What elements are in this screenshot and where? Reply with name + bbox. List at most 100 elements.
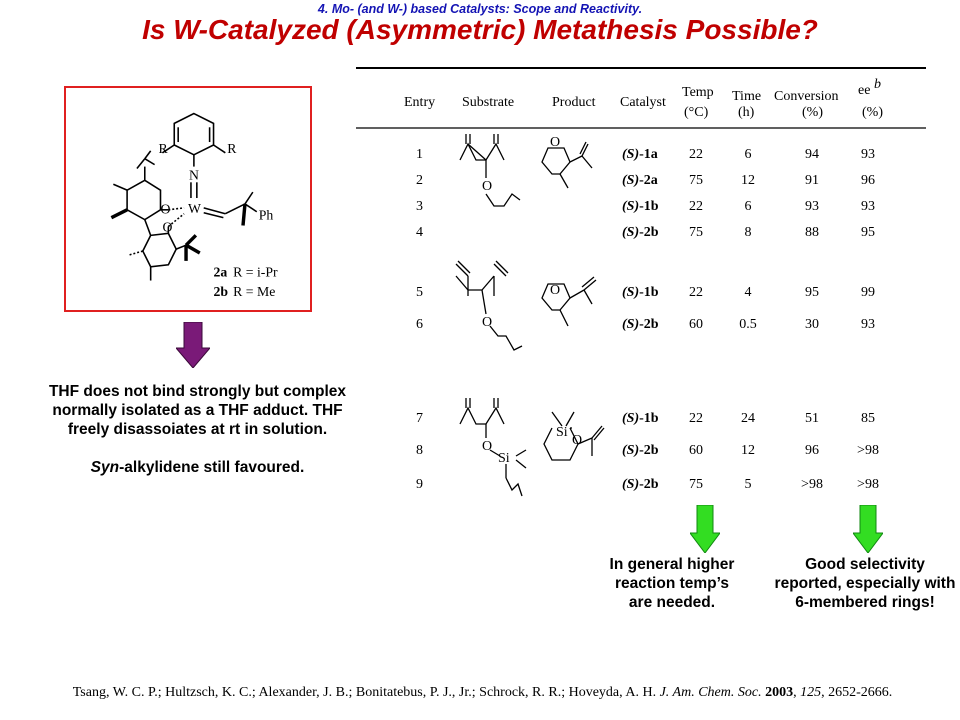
product3-si-label: Si [556, 425, 568, 440]
temperature-note: In general higher reaction temp’s are ne… [609, 556, 735, 611]
entry-cell: 3 [416, 199, 423, 214]
structures-group-3 [459, 398, 605, 497]
entry-cell: 9 [416, 477, 423, 492]
legend-desc-2a: R = i-Pr [233, 265, 278, 280]
catalyst-id: -2b [639, 225, 659, 240]
table-row: 5 22 4 95 99 (S)-1b [416, 285, 875, 300]
ee-cell: >98 [857, 477, 879, 492]
catalyst-id: -1a [639, 147, 658, 162]
results-table: Entry Substrate Product Catalyst Temp (°… [356, 64, 926, 504]
temp-cell: 75 [689, 173, 703, 188]
upper-aryl-ring [126, 179, 162, 221]
header-time-unit: (h) [738, 105, 755, 120]
entry-cell: 5 [416, 285, 423, 300]
legend-code-2a: 2a [214, 265, 228, 280]
ee-cell: 95 [861, 225, 875, 240]
o-top-label: O [160, 202, 170, 217]
header-catalyst: Catalyst [620, 95, 666, 110]
catalyst-cell: (S)-1b [622, 199, 659, 214]
citation-year: 2003 [765, 685, 794, 700]
catalyst-config: (S) [622, 173, 639, 188]
catalyst-config: (S) [622, 225, 639, 240]
catalyst-cell: (S)-1b [622, 411, 659, 426]
entry-cell: 1 [416, 147, 423, 162]
n-label: N [189, 167, 199, 182]
header-ee: ee [858, 83, 870, 98]
time-cell: 6 [745, 147, 752, 162]
conversion-cell: 88 [805, 225, 819, 240]
temp-cell: 22 [689, 199, 703, 214]
catalyst-structure-drawing: R R N W O O Ph 2a R = i-Pr 2b R = Me [110, 112, 278, 299]
catalyst-id: -2b [639, 317, 659, 332]
catalyst-config: (S) [622, 147, 639, 162]
catalyst-config: (S) [622, 317, 639, 332]
w-label: W [188, 201, 201, 216]
o-bottom-label: O [162, 219, 172, 234]
header-entry: Entry [404, 95, 435, 110]
time-cell: 0.5 [739, 317, 757, 332]
time-cell: 5 [745, 477, 752, 492]
substrate1-o-label: O [482, 179, 492, 194]
temp-cell: 22 [689, 147, 703, 162]
conversion-cell: 93 [805, 199, 819, 214]
product3-o-label: O [572, 433, 582, 448]
catalyst-config: (S) [622, 285, 639, 300]
green-down-arrow-temp-icon [690, 505, 720, 553]
legend-desc-2b: R = Me [233, 284, 275, 299]
header-temp-unit: (°C) [684, 105, 709, 120]
time-cell: 6 [745, 199, 752, 214]
header-substrate: Substrate [462, 95, 514, 110]
aryl-ring [173, 112, 215, 156]
ee-cell: 99 [861, 285, 875, 300]
results-table-drawing: Entry Substrate Product Catalyst Temp (°… [356, 67, 926, 497]
r-left-label: R [159, 141, 169, 156]
temp-cell: 75 [689, 477, 703, 492]
structures-group-2 [455, 260, 597, 351]
catalyst-cell: (S)-2b [622, 443, 659, 458]
ph-label: Ph [259, 208, 274, 223]
temp-cell: 22 [689, 285, 703, 300]
catalyst-config: (S) [622, 443, 639, 458]
entry-cell: 7 [416, 411, 423, 426]
conversion-cell: 95 [805, 285, 819, 300]
catalyst-id: -2b [639, 443, 659, 458]
catalyst-cell: (S)-1a [622, 147, 658, 162]
temp-cell: 75 [689, 225, 703, 240]
ee-cell: 93 [861, 317, 875, 332]
catalyst-id: -2a [639, 173, 658, 188]
substrate3-si-label: Si [498, 451, 510, 466]
entry-cell: 4 [416, 225, 423, 240]
header-product: Product [552, 95, 596, 110]
time-cell: 4 [745, 285, 752, 300]
slide-title: Is W-Catalyzed (Asymmetric) Metathesis P… [142, 14, 818, 45]
header-time: Time [732, 89, 761, 104]
catalyst-id: -1b [639, 285, 659, 300]
substrate3-o-label: O [482, 439, 492, 454]
temp-cell: 60 [689, 443, 703, 458]
entry-cell: 6 [416, 317, 423, 332]
catalyst-cell: (S)-2b [622, 225, 659, 240]
time-cell: 8 [745, 225, 752, 240]
temp-cell: 60 [689, 317, 703, 332]
ee-cell: 93 [861, 147, 875, 162]
entry-cell: 2 [416, 173, 423, 188]
ee-cell: 96 [861, 173, 875, 188]
selectivity-note: Good selectivity reported, especially wi… [774, 556, 956, 611]
syn-rest: -alkylidene still favoured. [119, 459, 305, 476]
thf-note-text: THF does not bind strongly but complex n… [48, 383, 347, 438]
catalyst-structure-box: R R N W O O Ph 2a R = i-Pr 2b R = Me [64, 86, 312, 312]
conversion-cell: 91 [805, 173, 819, 188]
time-cell: 12 [741, 443, 755, 458]
syn-alkylidene-note: Syn-alkylidene still favoured. [30, 458, 365, 477]
substrate2-o-label: O [482, 315, 492, 330]
catalyst-config: (S) [622, 199, 639, 214]
header-conversion-unit: (%) [802, 105, 823, 120]
